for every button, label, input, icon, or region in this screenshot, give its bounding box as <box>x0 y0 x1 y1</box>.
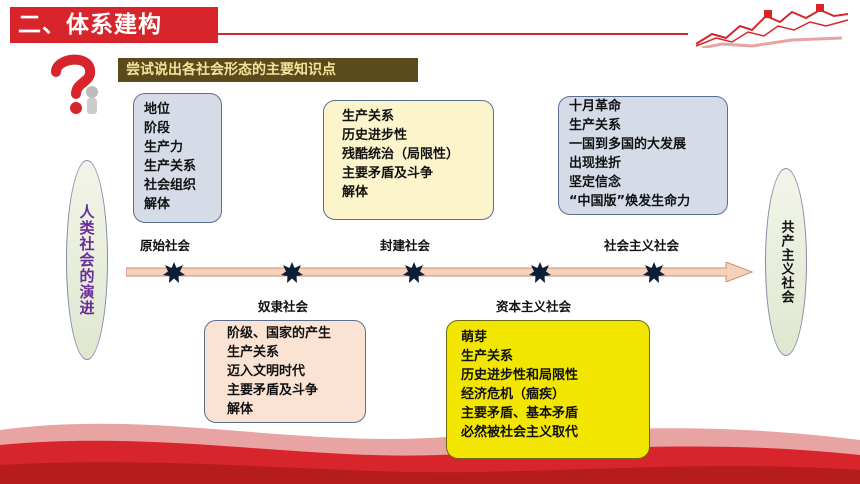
list-item: 生产关系 <box>461 349 514 364</box>
list-item: 主要矛盾及斗争 <box>342 166 434 181</box>
stage-label-feudal: 封建社会 <box>380 238 431 253</box>
list-item: 解体 <box>342 185 369 200</box>
stage-label-socialist: 社会主义社会 <box>604 238 680 253</box>
list-item: 主要矛盾、基本矛盾 <box>461 406 579 421</box>
list-item: 经济危机（痼疾） <box>461 387 566 402</box>
star-marker-feudal <box>403 262 425 283</box>
list-item: “中国版”焕发生命力 <box>569 194 691 209</box>
list-item: 历史进步性和局限性 <box>461 368 579 383</box>
list-item: 解体 <box>227 402 254 417</box>
socialist-society-box: 十月革命 生产关系 一国到多国的大发展 出现挫折 坚定信念 “中国版”焕发生命力 <box>558 96 728 215</box>
stage-label-primitive: 原始社会 <box>140 238 191 253</box>
title-underline <box>218 33 688 35</box>
list-item: 坚定信念 <box>569 175 622 190</box>
list-item: 出现挫折 <box>569 156 622 171</box>
list-item: 阶级、国家的产生 <box>227 326 332 341</box>
stage-label-capitalist: 资本主义社会 <box>496 299 572 314</box>
list-item: 生产关系 <box>569 118 622 133</box>
timeline-arrow <box>126 262 754 282</box>
list-item: 必然被社会主义取代 <box>461 425 579 440</box>
list-item: 地位 <box>144 102 171 117</box>
list-item: 迈入文明时代 <box>227 364 306 379</box>
slave-society-box: 阶级、国家的产生 生产关系 迈入文明时代 主要矛盾及斗争 解体 <box>204 320 366 423</box>
bottom-wave-decoration <box>0 423 860 484</box>
list-item: 主要矛盾及斗争 <box>227 383 319 398</box>
feudal-society-box: 生产关系 历史进步性 残酷统治（局限性） 主要矛盾及斗争 解体 <box>323 100 494 220</box>
left-side-label: 人类社会的演进 <box>77 204 96 316</box>
right-side-ellipse: 共产主义社会 <box>765 168 807 356</box>
list-item: 历史进步性 <box>342 128 408 143</box>
list-item: 生产关系 <box>144 159 197 174</box>
list-item: 十月革命 <box>569 99 622 114</box>
great-wall-icon <box>695 4 849 48</box>
stage-label-slave: 奴隶社会 <box>258 299 309 314</box>
list-item: 生产力 <box>144 140 184 155</box>
list-item: 阶段 <box>144 121 171 136</box>
primitive-society-box: 地位 阶段 生产力 生产关系 社会组织 解体 <box>133 93 222 223</box>
list-item: 残酷统治（局限性） <box>342 147 460 162</box>
capitalist-society-box: 萌芽 生产关系 历史进步性和局限性 经济危机（痼疾） 主要矛盾、基本矛盾 必然被… <box>446 320 650 459</box>
star-marker-primitive <box>163 262 185 283</box>
star-marker-slave <box>281 262 303 283</box>
list-item: 生产关系 <box>227 345 280 360</box>
right-side-label: 共产主义社会 <box>778 220 794 304</box>
list-item: 解体 <box>144 197 171 212</box>
question-mark-icon <box>51 54 98 114</box>
list-item: 社会组织 <box>144 178 197 193</box>
list-item: 萌芽 <box>461 330 488 345</box>
star-marker-capitalist <box>529 262 551 283</box>
page-title: 二、体系建构 <box>10 7 218 43</box>
star-marker-socialist <box>643 262 665 283</box>
subtitle-banner: 尝试说出各社会形态的主要知识点 <box>118 58 418 82</box>
left-side-ellipse: 人类社会的演进 <box>66 160 108 360</box>
list-item: 生产关系 <box>342 109 395 124</box>
list-item: 一国到多国的大发展 <box>569 137 687 152</box>
